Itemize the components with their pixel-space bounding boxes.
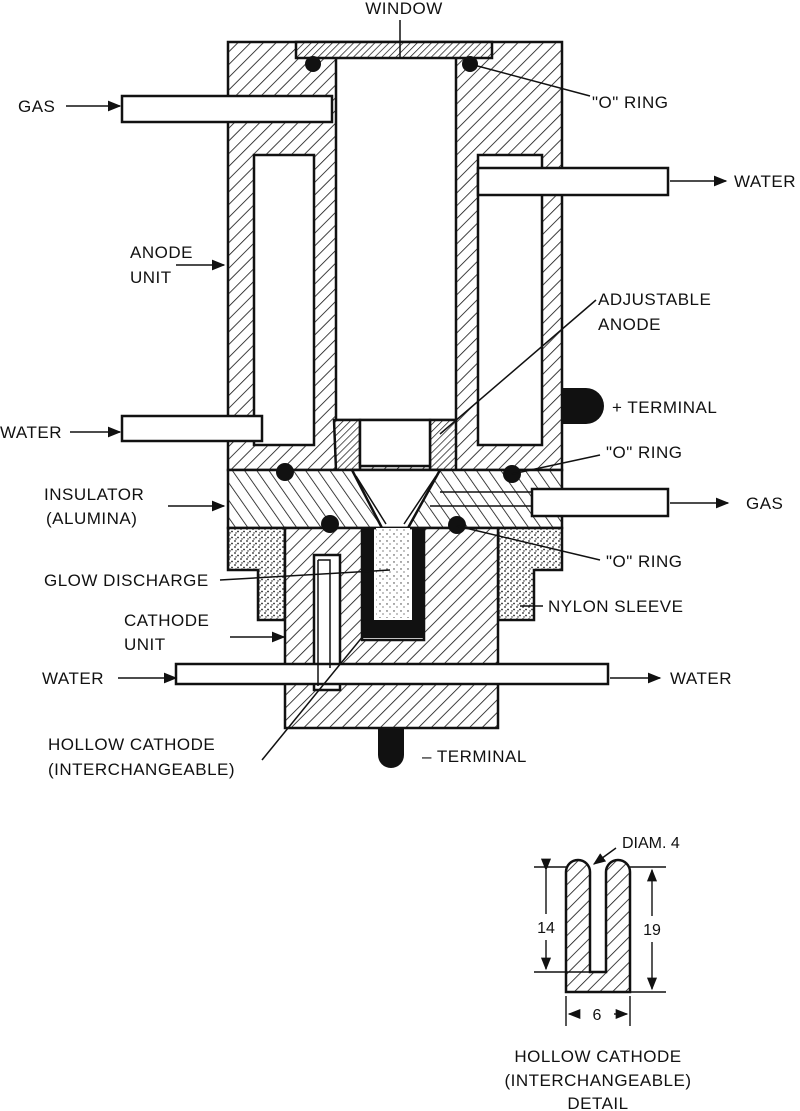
label-water-outlet-top: WATER (734, 172, 796, 191)
label-minus-terminal: – TERMINAL (422, 747, 527, 766)
window-glass (294, 40, 494, 60)
plus-terminal-knob (562, 388, 604, 424)
o-ring-icon (321, 515, 339, 533)
label-hollow-cathode-line2: (INTERCHANGEABLE) (48, 760, 235, 779)
label-anode-unit-line2: UNIT (130, 268, 172, 287)
hollow-cathode-detail: DIAM. 4 14 19 6 HOLLOW CATHODE (INTERCHA… (504, 835, 691, 1111)
label-nylon-sleeve: NYLON SLEEVE (548, 597, 683, 616)
label-anode-unit-line1: ANODE (130, 243, 193, 262)
detail-diam-label: DIAM. 4 (622, 835, 680, 852)
label-window: WINDOW (365, 0, 443, 18)
label-water-outlet-bottom: WATER (670, 669, 732, 688)
label-water-inlet-left: WATER (0, 423, 62, 442)
gas-inlet-pipe (120, 94, 334, 124)
label-adjustable-anode-line1: ADJUSTABLE (598, 290, 711, 309)
label-gas-inlet: GAS (18, 97, 55, 116)
o-ring-icon (276, 463, 294, 481)
gas-outlet-pipe (530, 487, 670, 518)
minus-terminal-knob (378, 728, 404, 768)
label-adjustable-anode-line2: ANODE (598, 315, 661, 334)
label-o-ring-top: "O" RING (592, 93, 669, 112)
detail-caption-line3: DETAIL (567, 1094, 628, 1111)
hollow-cathode-cup (362, 528, 424, 638)
detail-inner-height: 14 (537, 920, 555, 937)
label-o-ring-low: "O" RING (606, 552, 683, 571)
cathode-unit (174, 526, 610, 730)
glow-discharge-region (376, 528, 410, 618)
label-glow-discharge: GLOW DISCHARGE (44, 571, 209, 590)
detail-caption-line1: HOLLOW CATHODE (514, 1047, 681, 1066)
labels: WINDOW "O" RING GAS WATER ANODE UNIT ADJ… (0, 0, 796, 779)
label-cathode-unit-line1: CATHODE (124, 611, 209, 630)
label-o-ring-mid: "O" RING (606, 443, 683, 462)
detail-caption-line2: (INTERCHANGEABLE) (504, 1071, 691, 1090)
detail-width: 6 (593, 1007, 602, 1024)
water-outlet-pipe-top (476, 166, 670, 197)
insulator (226, 468, 564, 530)
label-insulator-line1: INSULATOR (44, 485, 144, 504)
label-water-inlet-bottom: WATER (42, 669, 104, 688)
label-insulator-line2: (ALUMINA) (46, 509, 137, 528)
water-inlet-pipe-left (120, 414, 264, 443)
leader-lines (66, 20, 730, 761)
label-gas-outlet: GAS (746, 494, 783, 513)
label-plus-terminal: + TERMINAL (612, 398, 717, 417)
label-hollow-cathode-line1: HOLLOW CATHODE (48, 735, 215, 754)
label-cathode-unit-line2: UNIT (124, 635, 166, 654)
adjustable-anode (332, 418, 458, 472)
o-ring-icon (305, 56, 321, 72)
o-ring-icon (448, 516, 466, 534)
detail-outer-height: 19 (643, 922, 661, 939)
